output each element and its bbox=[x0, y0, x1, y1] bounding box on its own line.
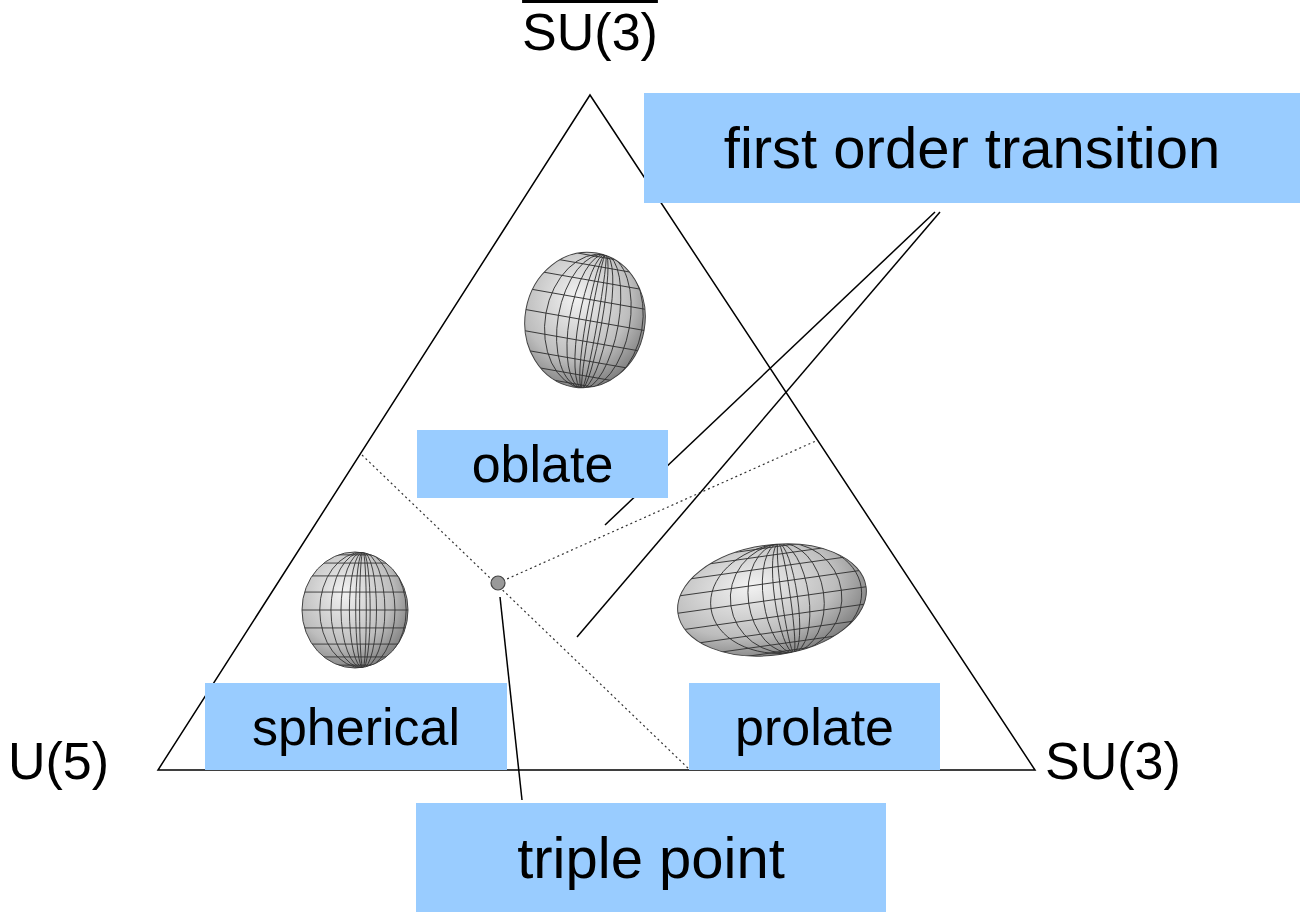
ellipsoid-grid bbox=[302, 552, 408, 668]
oblate-ellipsoid bbox=[514, 243, 656, 398]
parallel-line bbox=[526, 310, 644, 331]
parallel-line bbox=[302, 554, 408, 555]
point-label-box: triple point bbox=[416, 803, 886, 912]
box-text: spherical bbox=[252, 701, 460, 753]
box-text: triple point bbox=[517, 829, 785, 887]
phase-label-box: spherical bbox=[205, 683, 507, 770]
parallel-line bbox=[672, 543, 860, 569]
vertex-label: U(5) bbox=[8, 735, 109, 787]
ellipsoid-body bbox=[670, 532, 873, 667]
parallel-line bbox=[676, 570, 864, 596]
parallel-line bbox=[680, 604, 868, 630]
parallel-line bbox=[671, 535, 859, 561]
parallel-line bbox=[302, 563, 408, 564]
box-text: first order transition bbox=[724, 119, 1220, 177]
parallel-line bbox=[684, 631, 872, 657]
parallel-line bbox=[516, 364, 634, 385]
phase-label-box: prolate bbox=[689, 683, 940, 770]
parallel-line bbox=[522, 330, 640, 351]
parallel-line bbox=[302, 665, 408, 666]
parallel-line bbox=[519, 349, 637, 370]
transition-label-box: first order transition bbox=[644, 93, 1300, 203]
parallel-line bbox=[302, 644, 408, 645]
parallel-line bbox=[302, 627, 408, 628]
parallel-line bbox=[302, 592, 408, 593]
parallel-line bbox=[682, 619, 870, 645]
parallel-line bbox=[302, 610, 408, 611]
parallel-line bbox=[673, 555, 861, 581]
ellipsoid-body bbox=[514, 243, 656, 398]
vertex-label: SU(3) bbox=[1045, 735, 1181, 787]
phase-label-box: oblate bbox=[417, 430, 668, 498]
parallel-line bbox=[302, 575, 408, 576]
parallel-line bbox=[530, 289, 648, 310]
parallel-line bbox=[515, 373, 633, 394]
ellipsoids bbox=[302, 243, 874, 668]
parallel-line bbox=[535, 255, 653, 276]
ellipsoid-grid bbox=[670, 532, 873, 667]
box-text: oblate bbox=[472, 438, 614, 490]
spherical-shape bbox=[302, 552, 408, 668]
triple-point-dot bbox=[491, 576, 505, 590]
parallel-line bbox=[302, 656, 408, 657]
parallel-line bbox=[537, 246, 655, 267]
ellipsoid-grid bbox=[514, 243, 656, 398]
parallel-line bbox=[533, 270, 651, 291]
vertex-label: SU(3) bbox=[522, 6, 658, 58]
parallel-line bbox=[685, 639, 873, 665]
prolate-ellipsoid bbox=[670, 532, 873, 667]
ellipsoid-body bbox=[302, 552, 408, 668]
parallel-line bbox=[678, 587, 866, 613]
box-text: prolate bbox=[735, 701, 894, 753]
